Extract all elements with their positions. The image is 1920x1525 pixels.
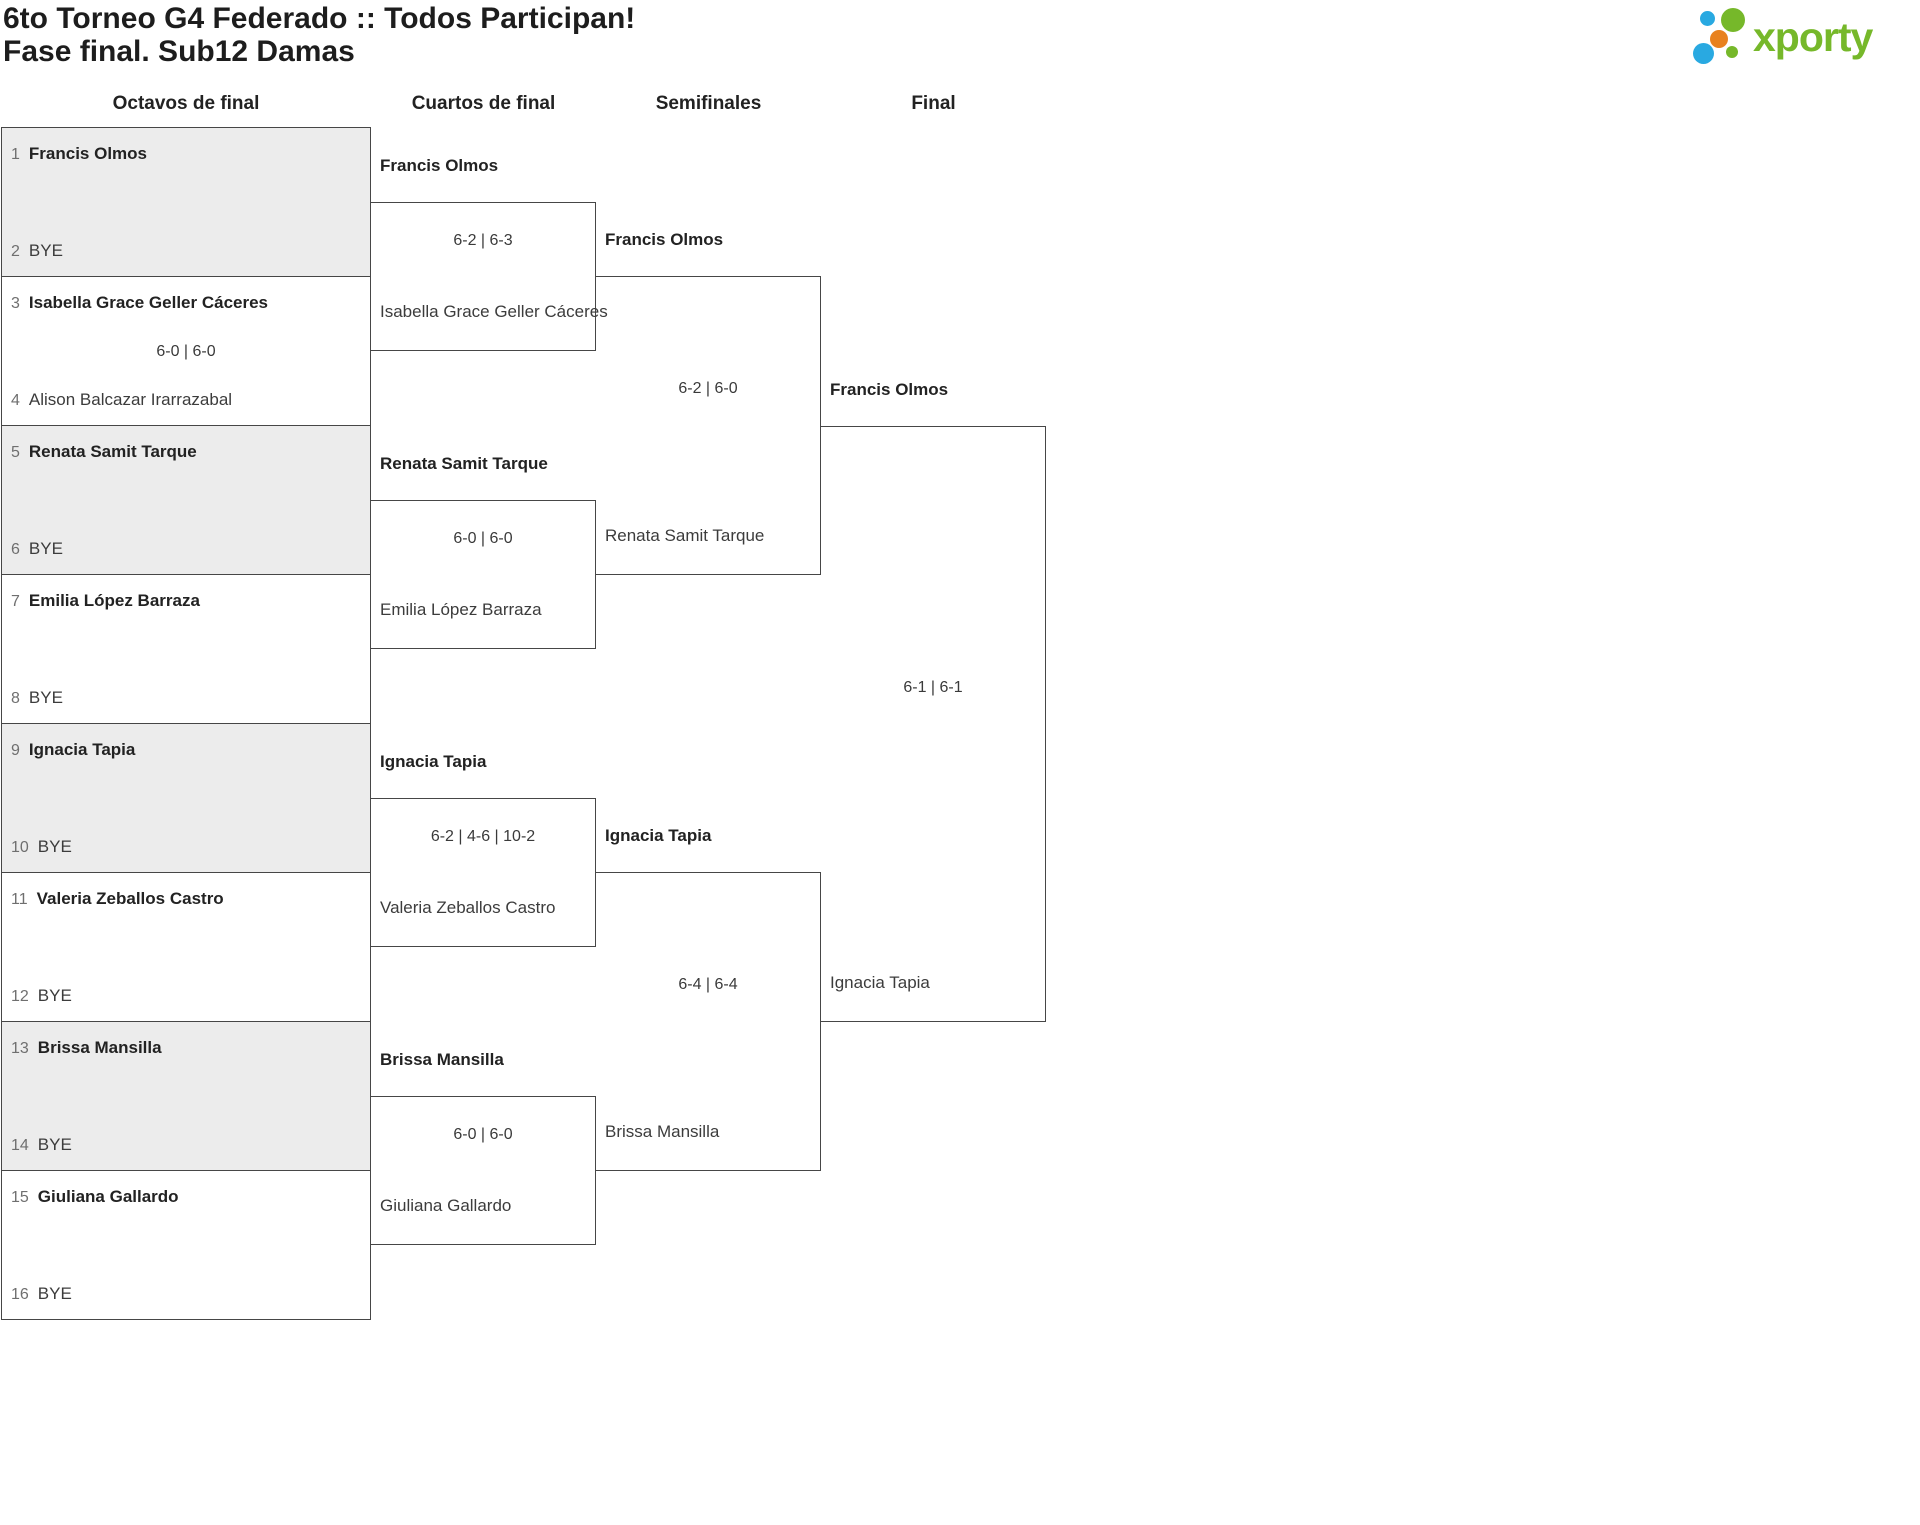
r16-match-7: 13 Brissa Mansilla 14 BYE — [1, 1021, 371, 1171]
qf-match-4: Brissa Mansilla 6-0 | 6-0 Giuliana Galla… — [371, 1050, 596, 1245]
player-seed: 9 — [11, 742, 20, 759]
match-score: 6-4 | 6-4 — [678, 976, 738, 993]
player-name: Renata Samit Tarque — [380, 454, 548, 473]
player-row: 9 Ignacia Tapia — [11, 739, 135, 762]
match-score: 6-2 | 6-3 — [453, 232, 513, 249]
player-name: Renata Samit Tarque — [28, 442, 197, 461]
player-seed: 10 — [11, 839, 29, 856]
match-score: 6-0 | 6-0 — [453, 1126, 513, 1143]
player-seed: 3 — [11, 295, 20, 312]
player-row: 8 BYE — [11, 687, 63, 710]
match-score: 6-0 | 6-0 — [156, 343, 216, 360]
player-seed: 6 — [11, 541, 20, 558]
player-name: Giuliana Gallardo — [37, 1187, 179, 1206]
player-row: 2 BYE — [11, 240, 63, 263]
player-seed: 8 — [11, 690, 20, 707]
r16-match-2: 3 Isabella Grace Geller Cáceres 6-0 | 6-0… — [1, 276, 371, 426]
xporty-logo[interactable]: xporty — [1690, 5, 1918, 73]
qf-match-2: Renata Samit Tarque 6-0 | 6-0 Emilia Lóp… — [371, 454, 596, 649]
player-name: Alison Balcazar Irarrazabal — [28, 390, 233, 409]
logo-dot-blue-small-icon — [1700, 11, 1715, 26]
sf-match-2: Ignacia Tapia 6-4 | 6-4 Brissa Mansilla — [596, 826, 821, 1171]
player-row: 11 Valeria Zeballos Castro — [11, 888, 224, 911]
logo-dot-green-small-icon — [1726, 46, 1738, 58]
player-name: BYE — [37, 986, 72, 1005]
r16-match-8: 15 Giuliana Gallardo 16 BYE — [1, 1170, 371, 1320]
player-row: 3 Isabella Grace Geller Cáceres — [11, 292, 268, 315]
player-name: Ignacia Tapia — [830, 973, 930, 992]
sf-match-1: Francis Olmos 6-2 | 6-0 Renata Samit Tar… — [596, 230, 821, 575]
qf-match-3: Ignacia Tapia 6-2 | 4-6 | 10-2 Valeria Z… — [371, 752, 596, 947]
match-score: 6-2 | 6-0 — [678, 380, 738, 397]
logo-dot-orange-icon — [1710, 30, 1728, 48]
r16-match-5: 9 Ignacia Tapia 10 BYE — [1, 723, 371, 873]
player-name: Francis Olmos — [830, 380, 949, 399]
match-score: 6-2 | 4-6 | 10-2 — [430, 828, 536, 845]
player-row: 7 Emilia López Barraza — [11, 590, 200, 613]
player-name: Francis Olmos — [605, 230, 724, 249]
player-row: 15 Giuliana Gallardo — [11, 1186, 179, 1209]
round-header-semifinales: Semifinales — [655, 93, 762, 114]
player-name: Ignacia Tapia — [380, 752, 487, 771]
player-seed: 13 — [11, 1040, 29, 1057]
logo-dot-blue-large-icon — [1693, 43, 1714, 64]
player-name: Valeria Zeballos Castro — [380, 898, 556, 917]
page-title: 6to Torneo G4 Federado :: Todos Particip… — [3, 2, 636, 35]
player-seed: 5 — [11, 444, 20, 461]
player-name: Isabella Grace Geller Cáceres — [380, 302, 608, 321]
final-match: Francis Olmos 6-1 | 6-1 Ignacia Tapia — [821, 380, 1046, 1022]
player-name: Brissa Mansilla — [37, 1038, 162, 1057]
player-row: 10 BYE — [11, 836, 72, 859]
page-title-block: 6to Torneo G4 Federado :: Todos Particip… — [3, 2, 635, 68]
qf-match-1: Francis Olmos 6-2 | 6-3 Isabella Grace G… — [371, 156, 608, 351]
logo-dot-green-large-icon — [1721, 8, 1745, 32]
player-name: Francis Olmos — [380, 156, 499, 175]
player-row: 6 BYE — [11, 538, 63, 561]
player-name: Francis Olmos — [28, 144, 148, 163]
player-name: Renata Samit Tarque — [605, 526, 765, 545]
player-name: BYE — [37, 1135, 72, 1154]
logo-wordmark: xporty — [1753, 14, 1873, 60]
player-row: 4 Alison Balcazar Irarrazabal — [11, 389, 232, 412]
player-row: 14 BYE — [11, 1134, 72, 1157]
player-name: BYE — [37, 1284, 72, 1303]
player-seed: 1 — [11, 146, 20, 163]
player-name: Brissa Mansilla — [605, 1122, 720, 1141]
player-seed: 12 — [11, 988, 29, 1005]
player-row: 5 Renata Samit Tarque — [11, 441, 197, 464]
player-name: Emilia López Barraza — [28, 591, 200, 610]
player-seed: 4 — [11, 392, 20, 409]
player-seed: 11 — [11, 891, 28, 908]
round-header-octavos: Octavos de final — [112, 93, 260, 114]
player-name: Ignacia Tapia — [28, 740, 136, 759]
player-seed: 16 — [11, 1286, 29, 1303]
player-row: 1 Francis Olmos — [11, 143, 147, 166]
round-header-cuartos: Cuartos de final — [411, 93, 556, 114]
r16-match-4: 7 Emilia López Barraza 8 BYE — [1, 574, 371, 724]
r16-match-6: 11 Valeria Zeballos Castro 12 BYE — [1, 872, 371, 1022]
round-header-final: Final — [911, 93, 956, 114]
player-name: Valeria Zeballos Castro — [36, 889, 224, 908]
match-score: 6-1 | 6-1 — [903, 679, 963, 696]
player-name: Ignacia Tapia — [605, 826, 712, 845]
player-name: Brissa Mansilla — [380, 1050, 504, 1069]
player-seed: 2 — [11, 243, 20, 260]
player-name: BYE — [37, 837, 72, 856]
r16-match-3: 5 Renata Samit Tarque 6 BYE — [1, 425, 371, 575]
player-name: BYE — [28, 688, 63, 707]
r16-match-1: 1 Francis Olmos 2 BYE — [1, 127, 371, 277]
player-row: 13 Brissa Mansilla — [11, 1037, 162, 1060]
player-name: Giuliana Gallardo — [380, 1196, 512, 1215]
player-row: 16 BYE — [11, 1283, 72, 1306]
player-name: Emilia López Barraza — [380, 600, 542, 619]
player-row: 12 BYE — [11, 985, 72, 1008]
player-seed: 7 — [11, 593, 20, 610]
player-name: BYE — [28, 241, 63, 260]
player-seed: 14 — [11, 1137, 29, 1154]
page-subtitle: Fase final. Sub12 Damas — [3, 35, 355, 68]
match-score: 6-0 | 6-0 — [453, 530, 513, 547]
player-seed: 15 — [11, 1189, 29, 1206]
player-name: Isabella Grace Geller Cáceres — [28, 293, 269, 312]
player-name: BYE — [28, 539, 63, 558]
